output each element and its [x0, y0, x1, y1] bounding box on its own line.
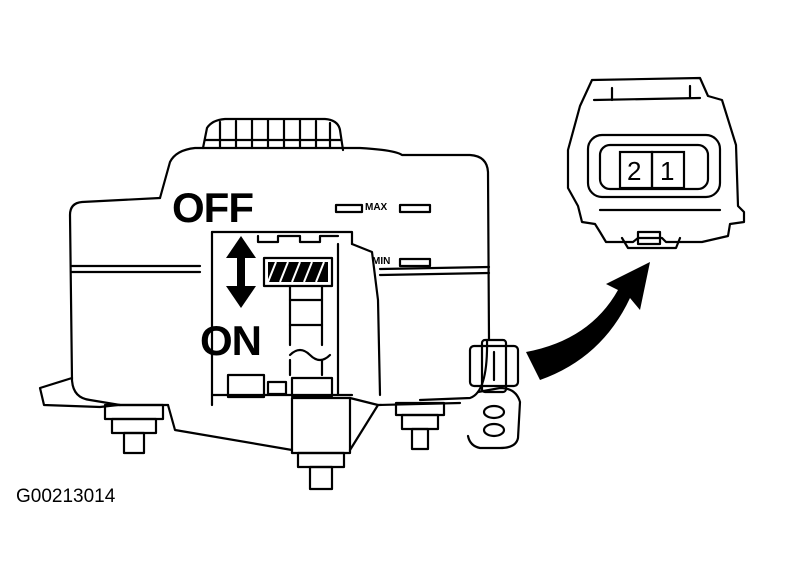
float-switch [210, 230, 382, 407]
max-label: MAX [365, 202, 388, 213]
min-label: MIN [372, 256, 391, 267]
on-label: ON [200, 317, 262, 364]
float-hatch [267, 261, 328, 283]
off-label: OFF [172, 184, 254, 231]
curved-arrow-icon [526, 262, 650, 380]
figure-code: G00213014 [16, 486, 116, 507]
double-arrow-icon [226, 236, 256, 308]
connector-detail [566, 76, 746, 250]
mounting-studs [103, 396, 446, 491]
tank-connector [466, 338, 522, 450]
pin-2-label: 2 [627, 156, 642, 186]
pin-1-label: 1 [660, 156, 675, 186]
pin-boxes [618, 150, 686, 190]
reservoir-cap [201, 117, 345, 152]
reservoir-body [38, 146, 491, 452]
level-marks [334, 203, 432, 268]
